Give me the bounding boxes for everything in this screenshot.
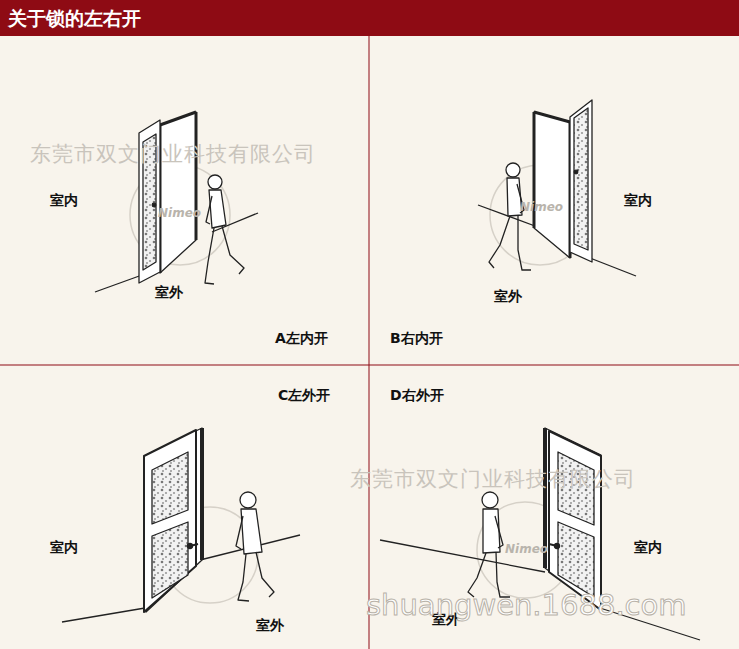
watermark: Nimeo [520, 200, 563, 214]
panel-caption: B右内开 [390, 330, 443, 348]
room-label: 室内 [50, 539, 78, 557]
room-label: 室内 [634, 539, 662, 557]
panel-caption: A左内开 [275, 330, 328, 348]
panel-caption: D右外开 [390, 387, 444, 405]
watermark: 东莞市双文门业科技有限公司 [30, 140, 316, 168]
panel-caption: C左外开 [278, 387, 330, 405]
room-label: 室内 [50, 192, 78, 210]
watermark: Nimeo [505, 542, 548, 556]
room-label: 室外 [256, 617, 284, 635]
room-label: 室外 [494, 288, 522, 306]
room-label: 室外 [155, 284, 183, 302]
watermark: 东莞市双文门业科技有限公司 [350, 465, 636, 493]
watermark: Nimeo [158, 206, 201, 220]
title-text: 关于锁的左右开 [8, 6, 141, 32]
room-label: 室内 [624, 192, 652, 210]
watermark: shuangwen.1688.com [366, 588, 687, 622]
